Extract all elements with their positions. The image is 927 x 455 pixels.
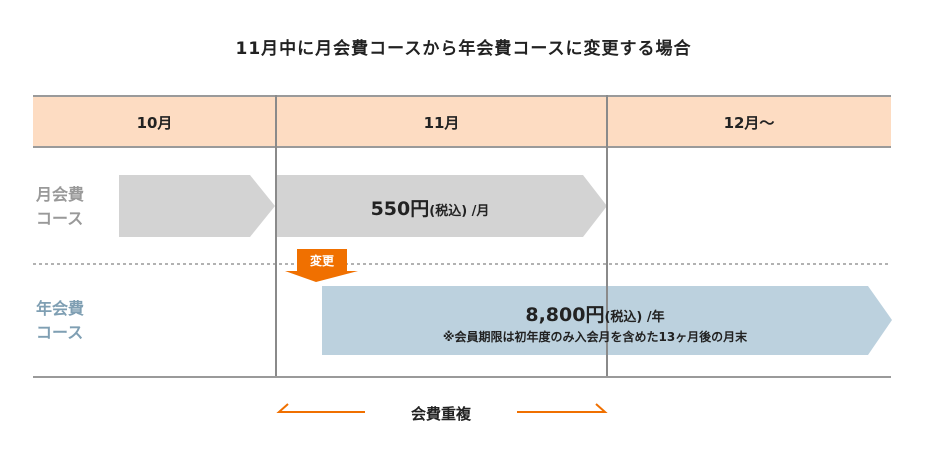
diagram-title: 11月中に月会費コースから年会費コースに変更する場合 xyxy=(235,39,692,59)
month-header xyxy=(33,95,891,148)
monthly-price: 550円(税込) /月 xyxy=(277,194,583,221)
change-arrow-icon xyxy=(285,271,358,282)
monthly-price-tax: (税込) xyxy=(429,204,468,219)
overlap-right-arrow-icon xyxy=(517,403,608,413)
annual-price: 8,800円(税込) /年 xyxy=(322,300,868,327)
monthly-label-line2: コース xyxy=(36,209,84,228)
monthly-course-label: 月会費 コース xyxy=(36,183,84,231)
annual-price-amount: 8,800円 xyxy=(525,304,605,326)
monthly-bar-october xyxy=(119,175,275,237)
annual-note: ※会員期限は初年度のみ入会月を含めた13ヶ月後の月末 xyxy=(442,330,748,344)
month-october: 10月 xyxy=(136,114,173,132)
change-badge: 変更 xyxy=(309,254,334,268)
monthly-bar-november xyxy=(277,175,607,237)
annual-price-unit: /年 xyxy=(642,310,665,325)
overlap-left-arrow-icon xyxy=(276,403,365,413)
monthly-price-amount: 550円 xyxy=(370,198,430,220)
monthly-price-unit: /月 xyxy=(467,204,490,219)
annual-label-line2: コース xyxy=(36,323,84,342)
monthly-label-line1: 月会費 xyxy=(36,185,85,204)
annual-label-line1: 年会費 xyxy=(36,299,85,318)
annual-price-tax: (税込) xyxy=(604,310,643,325)
overlap-label: 会費重複 xyxy=(410,405,471,423)
month-november: 11月 xyxy=(423,114,460,132)
annual-course-label: 年会費 コース xyxy=(36,297,84,345)
change-badge-box xyxy=(297,249,347,271)
month-december-onward: 12月〜 xyxy=(723,114,775,132)
